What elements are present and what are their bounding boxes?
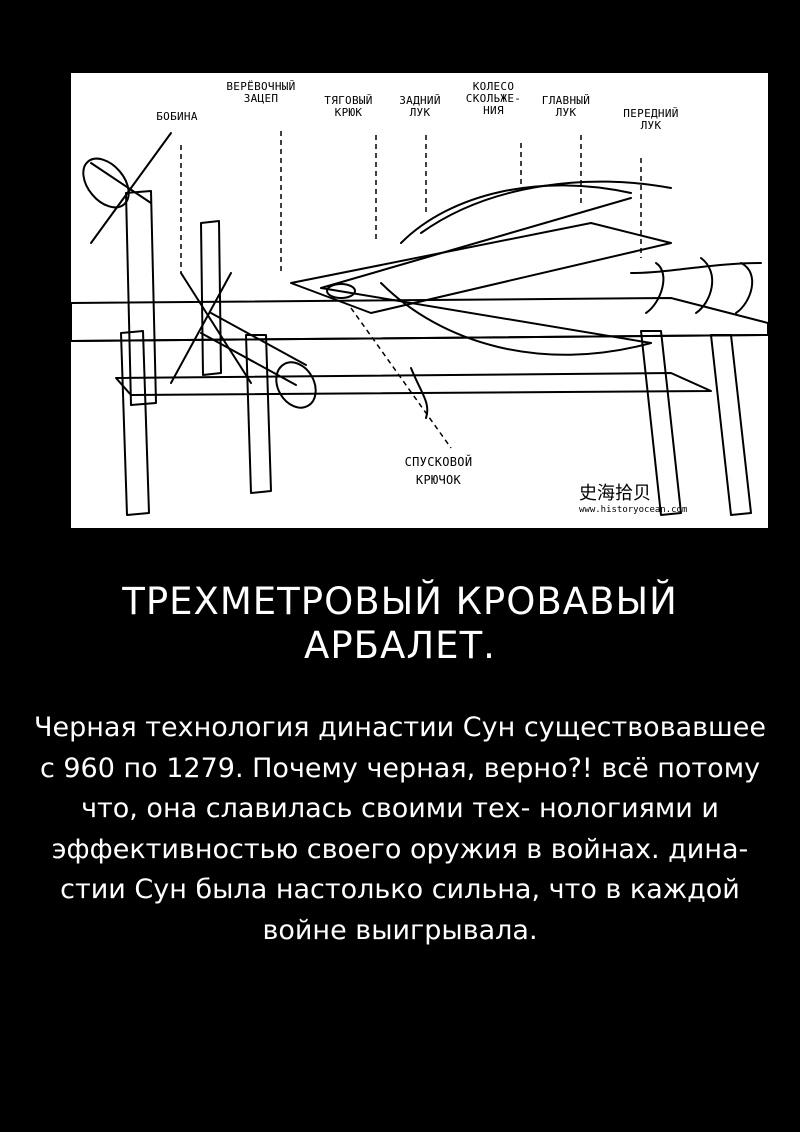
headline: ТРЕХМЕТРОВЫЙ КРОВАВЫЙ АРБАЛЕТ. — [122, 580, 678, 667]
main-bow-upper — [420, 180, 672, 234]
leg-front-left — [120, 330, 150, 516]
body-text: Черная технология династии Сун существов… — [33, 712, 766, 946]
roller-end — [275, 361, 317, 409]
spool-end — [82, 157, 130, 209]
watermark-url: www.historyocean.com — [579, 505, 688, 515]
leg-rear-right — [710, 334, 752, 516]
stock — [290, 222, 672, 314]
label-front-bow: ПЕРЕДНИЙ ЛУК — [623, 107, 679, 132]
label-pull-hook: ТЯГОВЫЙ КРЮК — [324, 94, 373, 119]
leg-rear-left — [245, 334, 272, 494]
spool-axle — [90, 162, 152, 204]
lower-beam — [115, 372, 712, 396]
leg-front-right — [640, 330, 682, 516]
watermark-chinese: 史海拾贝 — [579, 483, 651, 504]
label-rope-catch: ВЕРЁВОЧНЫЙ ЗАЦЕП — [226, 80, 296, 105]
rear-bow — [400, 184, 632, 244]
main-bow-lower — [380, 282, 652, 356]
crossbow-diagram: БОБИНА ВЕРЁВОЧНЫЙ ЗАЦЕП ТЯГОВЫЙ КРЮК ЗАД… — [71, 73, 768, 528]
label-trigger-hook: СПУСКОВОЙ КРЮЧОК — [404, 455, 473, 487]
frame-deck — [71, 297, 768, 342]
label-slide-wheel: КОЛЕСО СКОЛЬЖЕ- НИЯ — [465, 80, 522, 117]
crossbow-drawing — [71, 131, 768, 516]
stock-slot — [326, 283, 356, 299]
label-main-bow: ГЛАВНЫЙ ЛУК — [541, 94, 591, 119]
front-bow — [630, 262, 762, 274]
label-bobina: БОБИНА — [156, 110, 198, 123]
label-rear-bow: ЗАДНИЙ ЛУК — [399, 94, 441, 119]
post-left — [125, 190, 157, 406]
